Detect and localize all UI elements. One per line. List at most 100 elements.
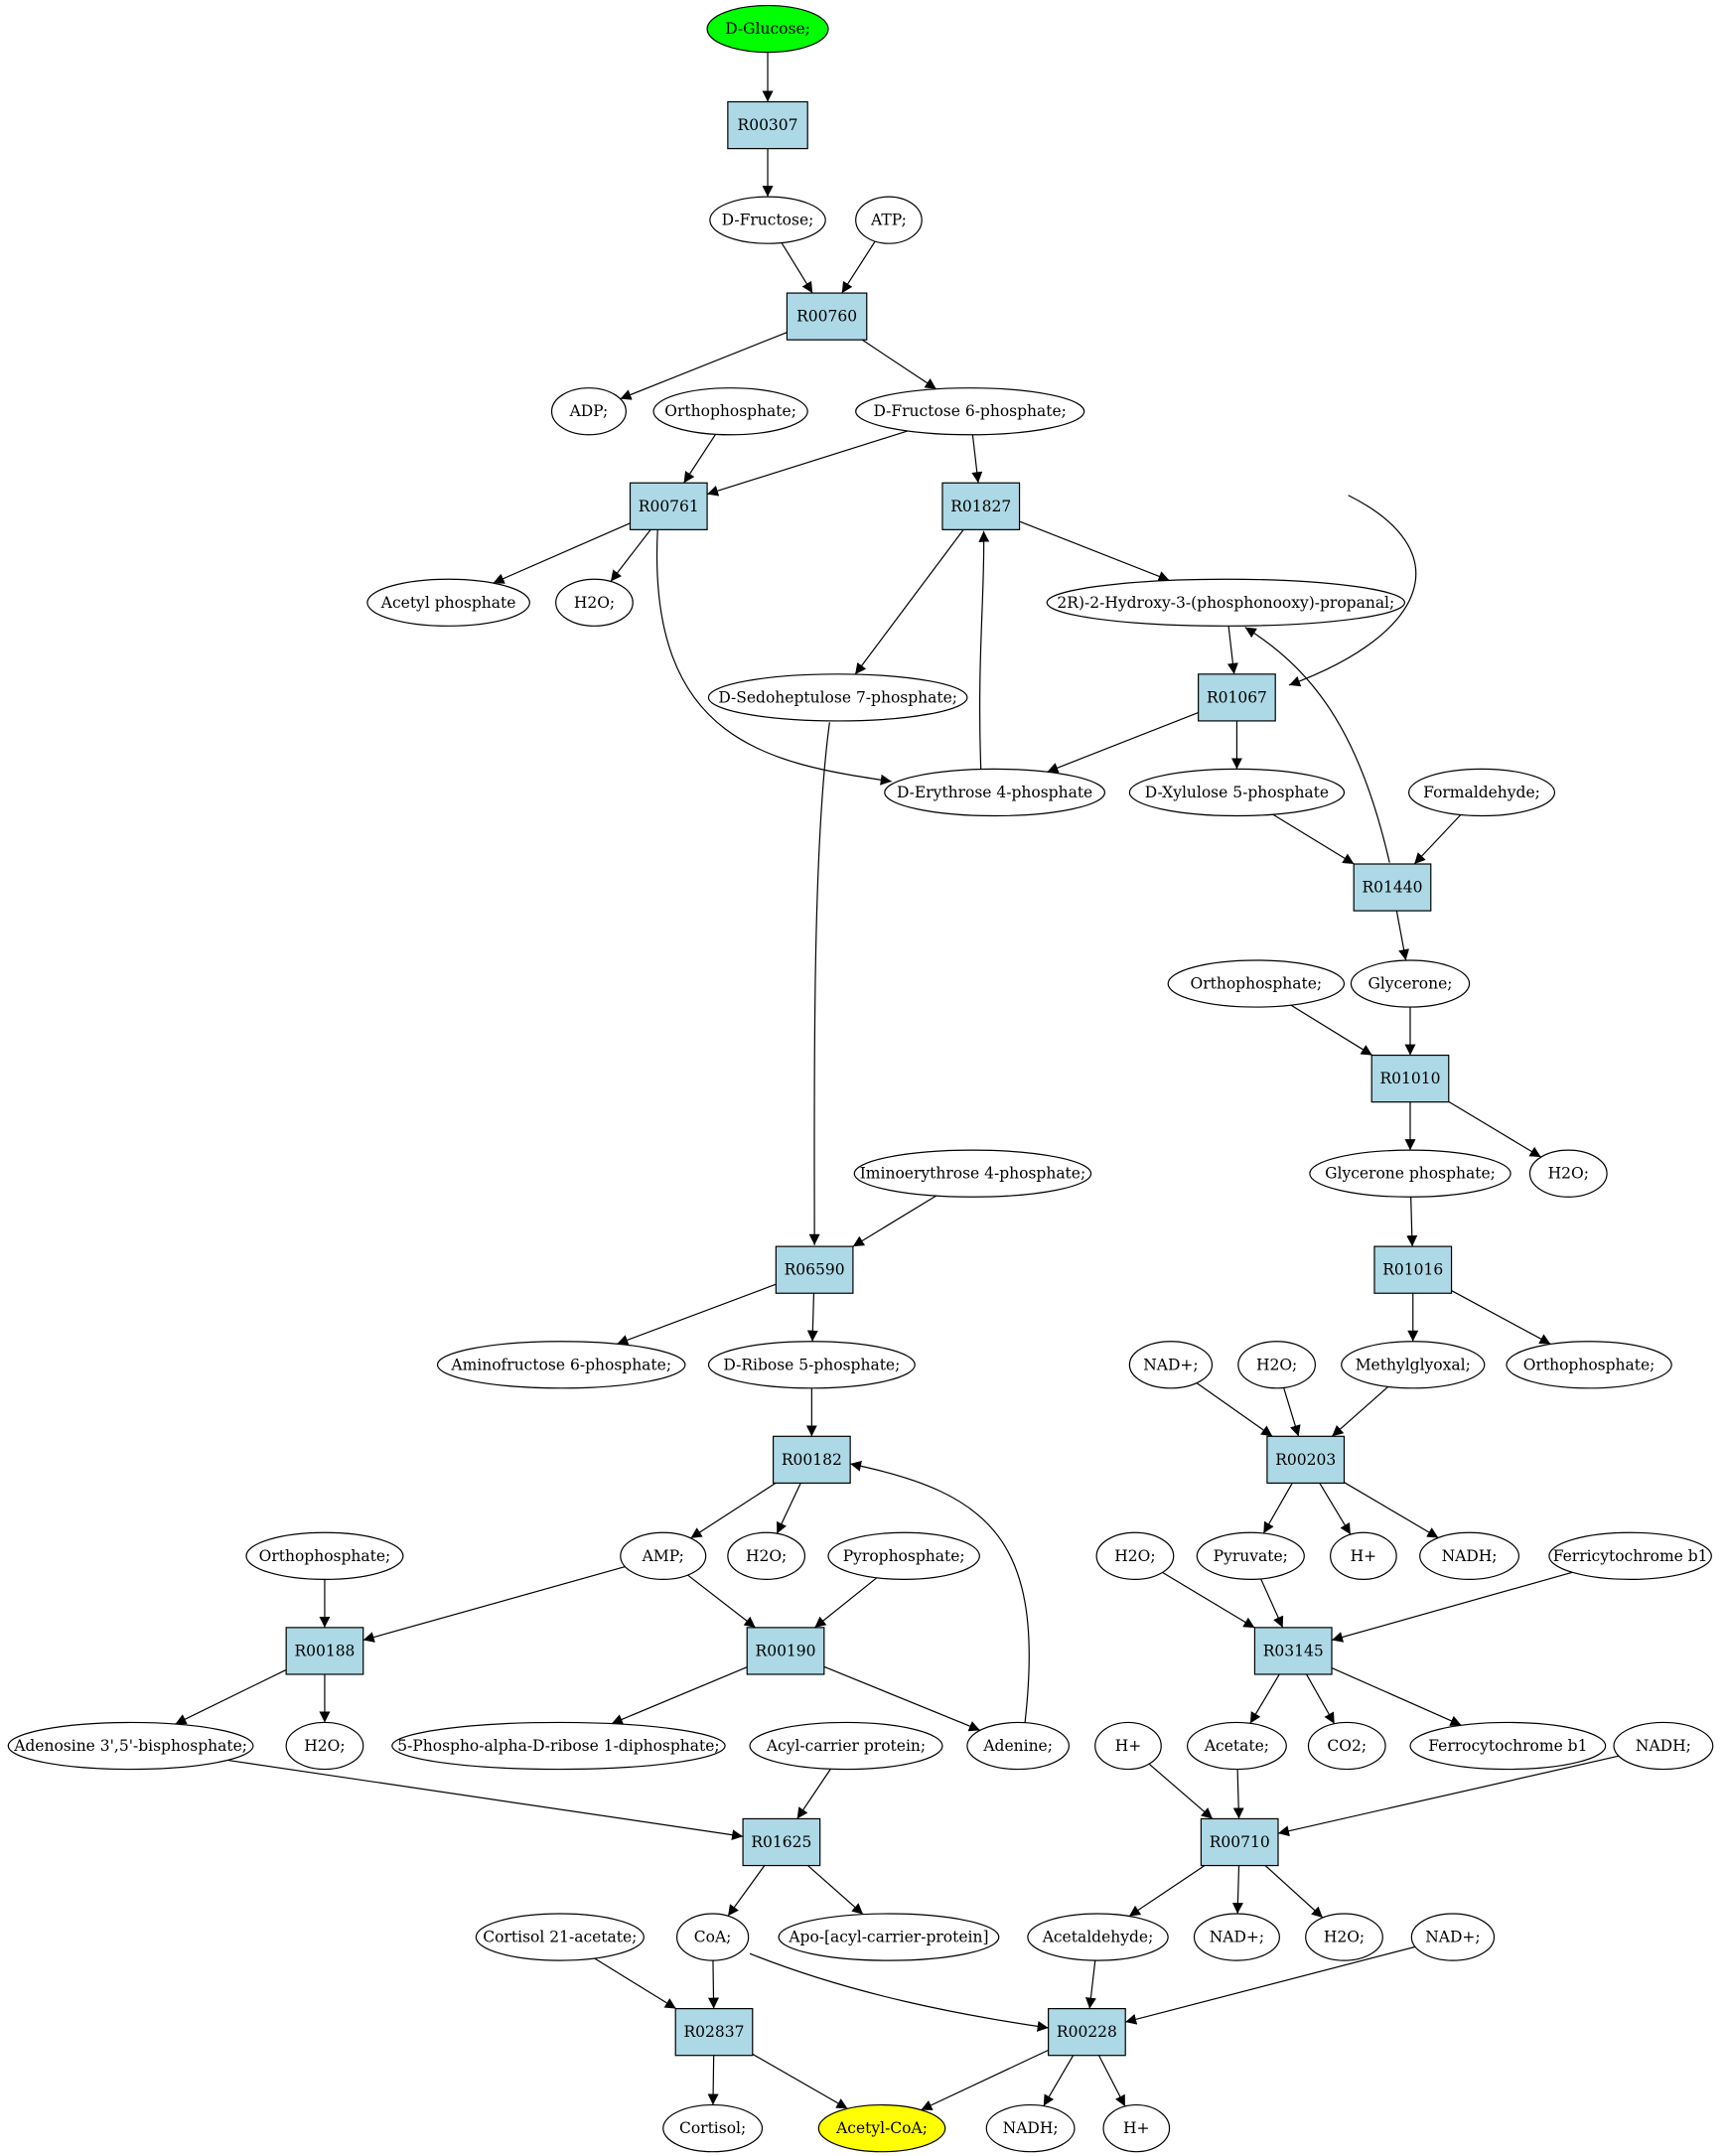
- compound-node-n6: D-Fructose 6-phosphate;: [855, 387, 1085, 436]
- node-label: H2O;: [574, 594, 615, 612]
- reaction-node-r12: R00188: [285, 1627, 364, 1675]
- compound-ellipse: [1167, 959, 1346, 1008]
- compound-node-n50: NAD+;: [1410, 1913, 1496, 1961]
- compound-node-n17: Glycerone phosphate;: [1309, 1149, 1512, 1198]
- compound-node-n52: Acetyl-CoA;: [817, 2103, 946, 2153]
- compound-ellipse: [675, 1913, 750, 1961]
- node-label: H2O;: [1114, 1547, 1155, 1565]
- compound-node-n38: Adenine;: [966, 1721, 1071, 1771]
- edge-r14-n40: [1249, 1673, 1280, 1724]
- compound-ellipse: [706, 4, 829, 54]
- edge-r3-n11: [655, 529, 892, 786]
- edge-n5-r3: [683, 433, 717, 484]
- node-label: Iminoerythrose 4-phosphate;: [860, 1165, 1086, 1183]
- compound-ellipse: [285, 1721, 364, 1771]
- compound-ellipse: [1548, 1531, 1712, 1580]
- edge-n45-r17: [707, 1960, 719, 2009]
- node-label: H+: [1115, 1737, 1142, 1755]
- node-label: R06590: [785, 1261, 845, 1279]
- compound-ellipse: [1407, 768, 1556, 817]
- node-label: AMP;: [642, 1547, 684, 1565]
- compound-node-n41: CO2;: [1307, 1721, 1386, 1771]
- node-label: R00761: [639, 498, 699, 515]
- edge-r17-n52: [752, 2053, 848, 2109]
- edge-n6-r3: [706, 430, 909, 497]
- node-label: Acetyl phosphate: [380, 594, 516, 612]
- reaction-node-r10: R00182: [772, 1435, 851, 1485]
- compound-ellipse: [985, 2103, 1076, 2153]
- compound-node-n54: H+: [1102, 2103, 1171, 2153]
- node-label: H+: [1351, 1547, 1377, 1565]
- compound-node-n10: D-Sedoheptulose 7-phosphate;: [707, 673, 968, 722]
- reaction-box: [1353, 863, 1432, 912]
- compound-node-n39: H+: [1094, 1721, 1162, 1771]
- compound-node-n8: H2O;: [555, 578, 634, 627]
- compound-node-n9: 2R)-2-Hydroxy-3-(phosphonooxy)-propanal;: [1046, 578, 1406, 627]
- reaction-box: [629, 482, 708, 530]
- edge-n47-r18: [1084, 1960, 1096, 2009]
- edge-n37-r15: [796, 1768, 831, 1819]
- node-layer: D-Glucose;R00307D-Fructose;ATP;R00760ADP…: [7, 4, 1714, 2153]
- reaction-box: [727, 100, 808, 150]
- node-label: R00190: [756, 1642, 816, 1659]
- compound-node-n26: AMP;: [620, 1531, 707, 1580]
- reaction-node-r15: R01625: [742, 1817, 821, 1867]
- compound-ellipse: [1528, 1149, 1608, 1198]
- compound-ellipse: [884, 768, 1106, 817]
- edge-n43-r16: [1277, 1755, 1620, 1837]
- edge-r2-n4: [620, 332, 788, 400]
- compound-node-n34: Adenosine 3',5'-bisphosphate;: [7, 1721, 254, 1771]
- node-label: R03145: [1263, 1642, 1324, 1659]
- compound-ellipse: [749, 1721, 943, 1771]
- compound-ellipse: [1186, 1721, 1287, 1771]
- node-label: NADH;: [1442, 1547, 1498, 1565]
- compound-node-n12: D-Xylulose 5-phosphate: [1128, 768, 1346, 817]
- compound-node-n40: Acetate;: [1186, 1721, 1287, 1771]
- compound-ellipse: [727, 1531, 806, 1580]
- reaction-node-r5: R01067: [1198, 673, 1276, 722]
- edge-r9-n24: [1451, 1290, 1551, 1345]
- compound-ellipse: [1237, 1341, 1316, 1389]
- node-label: CoA;: [694, 1929, 732, 1946]
- node-label: D-Sedoheptulose 7-phosphate;: [718, 688, 957, 706]
- reaction-box: [285, 1627, 364, 1675]
- edge-n21-r11: [1196, 1382, 1273, 1437]
- node-label: 2R)-2-Hydroxy-3-(phosphonooxy)-propanal;: [1057, 594, 1394, 612]
- node-label: R01440: [1362, 879, 1422, 897]
- node-label: H+: [1123, 2119, 1150, 2137]
- edge-n26-r13: [687, 1574, 757, 1629]
- compound-ellipse: [1350, 959, 1471, 1008]
- node-label: R00182: [782, 1451, 842, 1469]
- compound-node-n14: Orthophosphate;: [1167, 959, 1346, 1008]
- edge-n33-r14: [1331, 1571, 1573, 1643]
- reaction-node-r2: R00760: [786, 292, 868, 341]
- edge-r17-n51: [707, 2055, 719, 2105]
- compound-ellipse: [778, 1913, 1000, 1961]
- node-label: Acetate;: [1204, 1737, 1269, 1755]
- edge-n22-r11: [1283, 1387, 1301, 1437]
- compound-ellipse: [1095, 1531, 1175, 1580]
- compound-node-n31: H+: [1330, 1531, 1397, 1580]
- reaction-node-r4: R01827: [941, 482, 1021, 530]
- reaction-node-r7: R01010: [1370, 1054, 1450, 1103]
- edge-r18-n54: [1098, 2055, 1126, 2107]
- node-label: R01016: [1382, 1261, 1443, 1279]
- compound-ellipse: [707, 673, 968, 722]
- compound-ellipse: [1410, 1913, 1496, 1961]
- node-label: R00203: [1275, 1451, 1336, 1469]
- compound-ellipse: [652, 387, 808, 436]
- reaction-node-r17: R02837: [674, 2008, 754, 2057]
- node-label: Ferrocytochrome b1: [1428, 1737, 1587, 1755]
- compound-node-n20: D-Ribose 5-phosphate;: [707, 1341, 916, 1389]
- compound-ellipse: [662, 2103, 764, 2153]
- compound-ellipse: [1305, 1913, 1383, 1961]
- compound-ellipse: [1307, 1721, 1386, 1771]
- edge-r16-n48: [1231, 1865, 1243, 1915]
- reaction-node-r1: R00307: [727, 100, 808, 150]
- edge-n16-r8: [852, 1195, 936, 1247]
- node-label: NAD+;: [1425, 1929, 1480, 1946]
- edge-n17-r9: [1406, 1197, 1418, 1247]
- node-label: Adenine;: [982, 1737, 1053, 1755]
- compound-ellipse: [709, 196, 826, 244]
- compound-node-n53: NADH;: [985, 2103, 1076, 2153]
